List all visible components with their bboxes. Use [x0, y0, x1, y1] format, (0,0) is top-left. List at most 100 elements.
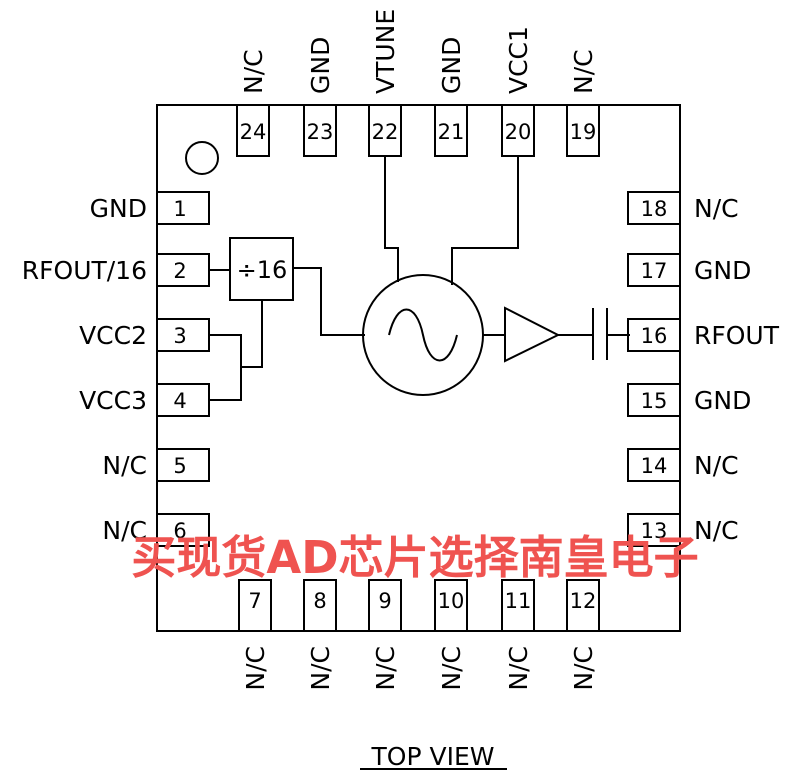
pin-number: 17 [641, 259, 668, 283]
wire-vcc1 [451, 156, 519, 285]
pin-number: 19 [570, 120, 597, 144]
pin-box [156, 448, 210, 482]
package-outline [156, 104, 681, 632]
pin-number: 4 [173, 389, 186, 413]
pin-number: 15 [641, 389, 668, 413]
pin-box [434, 104, 468, 157]
pin-18: 18 N/C [627, 191, 739, 225]
pin-box [627, 383, 681, 417]
pin-label: N/C [102, 516, 147, 545]
pin-label: N/C [694, 516, 739, 545]
pin-number: 10 [438, 589, 465, 613]
pin-label: N/C [504, 646, 533, 691]
pin-number: 23 [307, 120, 334, 144]
wire-vcc2-vcc3 [209, 334, 242, 401]
pin-label: N/C [437, 646, 466, 691]
pin-box [368, 579, 402, 632]
pin-label: N/C [569, 49, 598, 94]
pin-box [627, 191, 681, 225]
pin1-marker [185, 141, 219, 175]
pin-1: 1 GND [90, 191, 210, 225]
pin-10: 10N/C [434, 579, 468, 691]
pin-number: 8 [313, 589, 326, 613]
pin-label: RFOUT [694, 321, 780, 350]
pin-3: 3 VCC2 [79, 318, 210, 352]
pin-number: 20 [505, 120, 532, 144]
pin-4: 4 VCC3 [79, 383, 210, 417]
sine-wave [388, 308, 458, 362]
divider-label: ÷16 [237, 256, 288, 284]
pin-2: 2 RFOUT/16 [22, 253, 210, 287]
pin-19: 19 N/C [566, 49, 600, 157]
wire-vtune [384, 156, 399, 282]
pin-number: 3 [173, 324, 186, 348]
pin-box [501, 579, 535, 632]
pin-24: 24 N/C [236, 49, 270, 157]
pin-label: N/C [306, 646, 335, 691]
pin-number: 6 [173, 519, 186, 543]
pin-14: 14 N/C [627, 448, 739, 482]
pin-label: N/C [569, 646, 598, 691]
pin-number: 18 [641, 197, 668, 221]
pin-box [156, 191, 210, 225]
pin-label: VCC2 [79, 321, 147, 350]
pin-label: VTUNE [371, 9, 400, 94]
pin-box [236, 104, 270, 157]
pin-label: VCC1 [504, 26, 533, 94]
wire-divider-supply [241, 300, 263, 368]
pin-box [434, 579, 468, 632]
amplifier-symbol [504, 306, 561, 363]
pin-7: 7N/C [238, 579, 272, 691]
pin-label: GND [437, 37, 466, 94]
pin-5: 5 N/C [102, 448, 210, 482]
pin-number: 5 [173, 454, 186, 478]
pin-label: N/C [239, 49, 268, 94]
pin-number: 22 [372, 120, 399, 144]
pin-6: 6 N/C [102, 513, 210, 547]
pin-23: 23 GND [303, 37, 337, 157]
pin-number: 24 [240, 120, 267, 144]
pin-box [156, 513, 210, 547]
pin-17: 17 GND [627, 253, 751, 287]
pin-label: GND [694, 256, 751, 285]
pin-number: 1 [173, 197, 186, 221]
pin-box [627, 253, 681, 287]
pin-box [303, 579, 337, 632]
pin-number: 12 [570, 589, 597, 613]
pin-11: 11N/C [501, 579, 535, 691]
watermark-text: 买现货AD芯片选择南皇电子 [131, 531, 698, 584]
pin-number: 2 [173, 259, 186, 283]
pin-label: GND [306, 37, 335, 94]
pin-8: 8N/C [303, 579, 337, 691]
pin-box [566, 579, 600, 632]
pin-16: 16 RFOUT [627, 318, 780, 352]
pin-label: N/C [371, 646, 400, 691]
pin-label: N/C [694, 451, 739, 480]
pin-number: 9 [378, 589, 391, 613]
pin-box [627, 448, 681, 482]
pin-9: 9N/C [368, 579, 402, 691]
pin-box [238, 579, 272, 632]
pin-13: 13 N/C [627, 513, 739, 547]
pin-12: 12N/C [566, 579, 600, 691]
pin-box [627, 513, 681, 547]
pin-label: N/C [694, 194, 739, 223]
pin-22: 22 VTUNE [368, 9, 402, 157]
pin-label: N/C [102, 451, 147, 480]
pin-box [303, 104, 337, 157]
pin-label: RFOUT/16 [22, 256, 147, 285]
pin-label: GND [90, 194, 147, 223]
pin-number: 16 [641, 324, 668, 348]
pin-number: 13 [641, 519, 668, 543]
pin-number: 7 [248, 589, 261, 613]
wire-divider-oscillator [293, 267, 365, 336]
top-view-caption: TOP VIEW [371, 742, 495, 771]
pin-number: 14 [641, 454, 668, 478]
pin-box [566, 104, 600, 157]
pin-number: 11 [505, 589, 532, 613]
pin-label: VCC3 [79, 386, 147, 415]
